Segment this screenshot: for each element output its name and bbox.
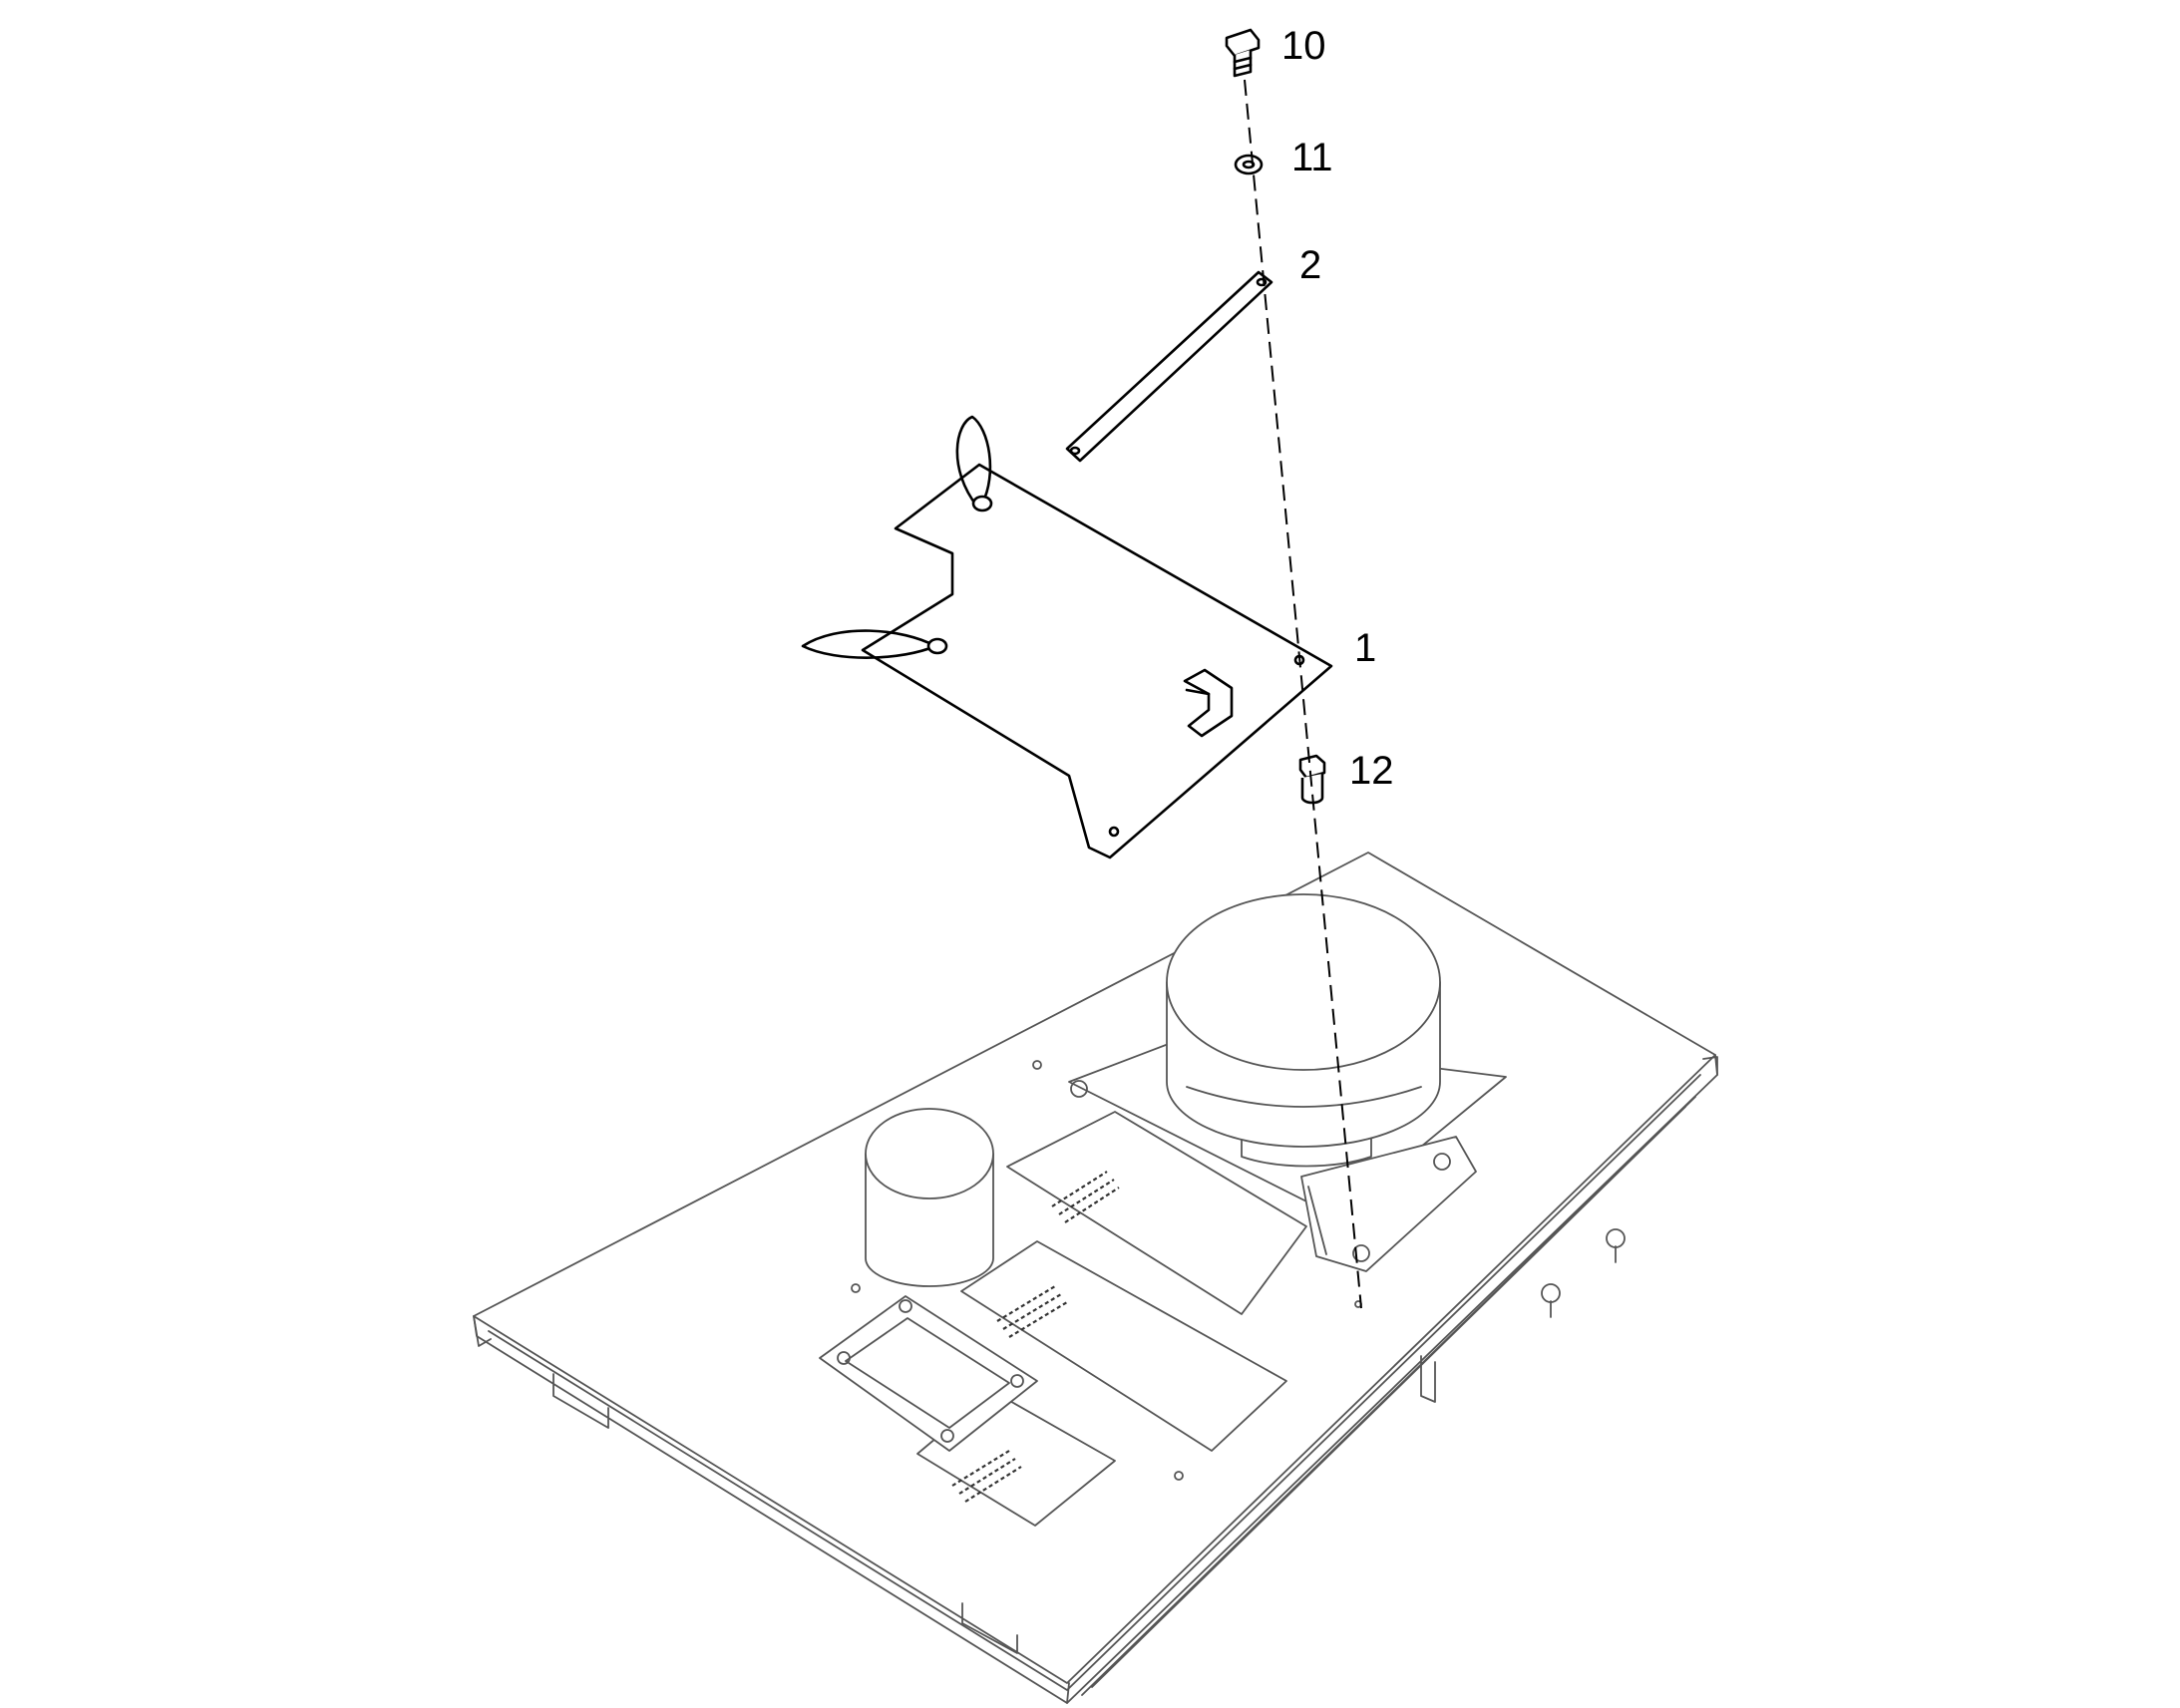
pipe-stub bbox=[865, 1108, 994, 1287]
assembly-axis-line bbox=[1244, 79, 1362, 1309]
part-11-washer bbox=[1234, 154, 1264, 175]
part-10-bolt bbox=[1225, 28, 1261, 78]
callout-1: 1 bbox=[1354, 626, 1377, 670]
part-2-strap bbox=[1065, 270, 1273, 463]
side-bolts bbox=[1541, 1228, 1626, 1318]
air-filter-canister bbox=[1166, 893, 1441, 1168]
part-1-cover-plate bbox=[801, 415, 1333, 859]
callout-12: 12 bbox=[1349, 749, 1394, 793]
exhaust-flange bbox=[819, 1295, 1038, 1452]
callout-11: 11 bbox=[1291, 136, 1333, 179]
callout-2: 2 bbox=[1299, 243, 1322, 287]
callout-10: 10 bbox=[1281, 24, 1326, 68]
